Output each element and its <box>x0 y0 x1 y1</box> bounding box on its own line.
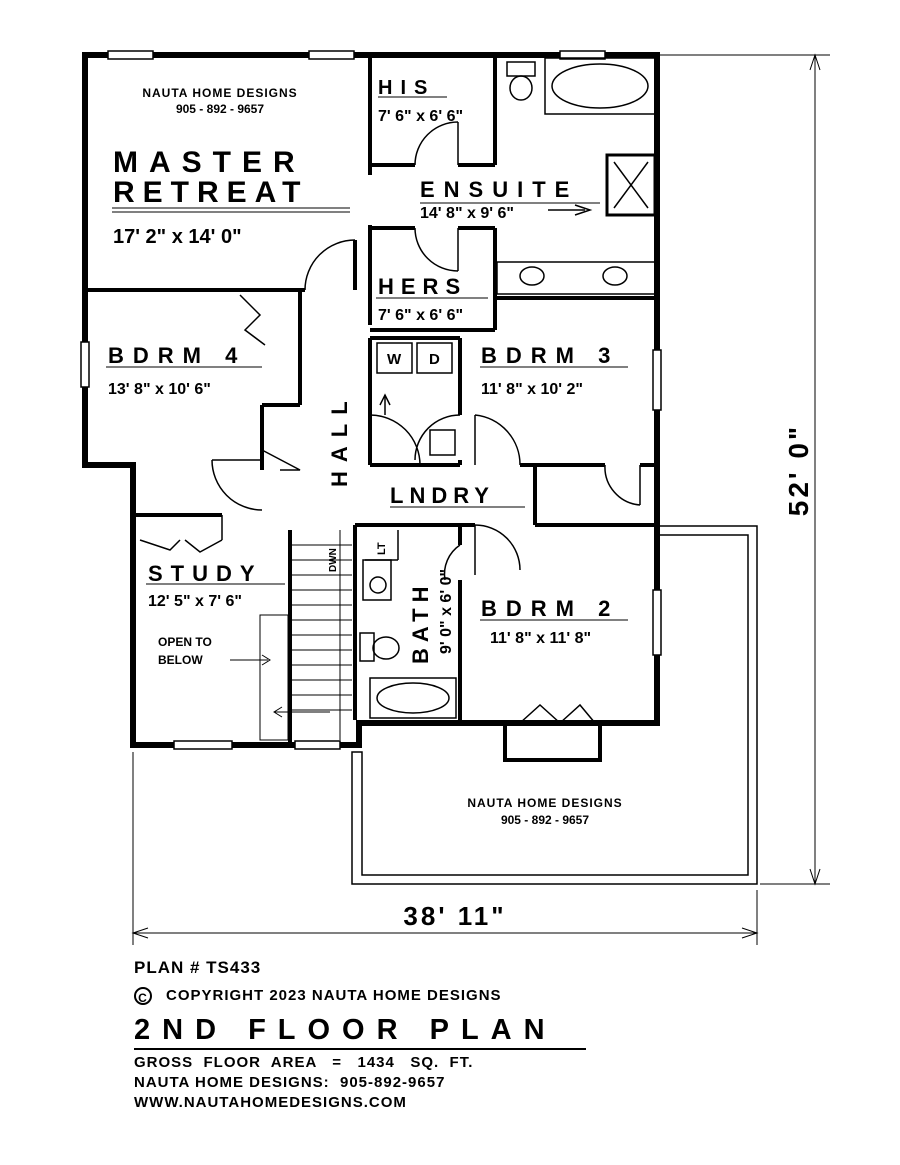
gross-floor-area: GROSS FLOOR AREA = 1434 SQ. FT. <box>134 1054 474 1071</box>
room-hall: HALL <box>327 392 352 487</box>
overall-width-dimension: 38' 11" <box>403 901 506 931</box>
windows <box>80 50 662 750</box>
room-bdrm2-dim: 11' 8" x 11' 8" <box>490 630 591 647</box>
roof-area <box>351 525 758 885</box>
dryer-label: D <box>429 351 440 368</box>
washer-label: W <box>387 351 402 368</box>
room-bdrm2: BDRM 2 <box>481 596 619 621</box>
stairs <box>230 530 352 741</box>
copyright-icon: C <box>134 987 152 1005</box>
plan-number: PLAN # TS433 <box>134 958 262 977</box>
title-underline <box>134 1048 586 1050</box>
room-master-line2: RETREAT <box>113 176 308 209</box>
room-hers-dim: 7' 6" x 6' 6" <box>378 307 463 324</box>
interior-walls <box>87 57 657 745</box>
room-master-line1: MASTER <box>113 146 306 179</box>
company-name-top: NAUTA HOME DESIGNS <box>142 86 297 100</box>
room-bath-dim: 9' 0" x 6' 0" <box>438 569 455 654</box>
room-study-dim: 12' 5" x 7' 6" <box>148 593 242 610</box>
linen-label: LT <box>376 542 388 555</box>
room-ensuite: ENSUITE <box>420 177 578 202</box>
room-bdrm4-dim: 13' 8" x 10' 6" <box>108 381 211 398</box>
company-website: WWW.NAUTAHOMEDESIGNS.COM <box>134 1094 407 1111</box>
room-bdrm4: BDRM 4 <box>108 343 246 368</box>
room-his: HIS <box>378 77 435 99</box>
copyright-text: COPYRIGHT 2023 NAUTA HOME DESIGNS <box>166 987 502 1004</box>
stair-direction-label: DWN <box>328 548 339 572</box>
room-bath: BATH <box>408 581 433 664</box>
company-phone-top: 905 - 892 - 9657 <box>176 102 264 116</box>
room-lndry: LNDRY <box>390 483 495 508</box>
room-study: STUDY <box>148 561 263 586</box>
room-master-dim: 17' 2" x 14' 0" <box>113 226 242 248</box>
open-to-below-line1: OPEN TO <box>158 635 212 649</box>
door-swings <box>139 121 641 581</box>
open-to-below-line2: BELOW <box>158 653 203 667</box>
overall-depth-dimension: 52' 0" <box>783 424 814 516</box>
bay-window <box>503 703 602 762</box>
company-name-roof: NAUTA HOME DESIGNS <box>467 796 622 810</box>
room-ensuite-dim: 14' 8" x 9' 6" <box>420 205 514 222</box>
dimension-lines <box>131 53 830 945</box>
room-hers: HERS <box>378 274 467 299</box>
plan-title: 2ND FLOOR PLAN <box>134 1014 557 1046</box>
copyright-line: C COPYRIGHT 2023 NAUTA HOME DESIGNS <box>134 986 502 1006</box>
label-rules <box>106 96 628 621</box>
company-phone-roof: 905 - 892 - 9657 <box>501 813 589 827</box>
company-phone-footer: NAUTA HOME DESIGNS: 905-892-9657 <box>134 1074 446 1091</box>
fixtures <box>359 57 657 719</box>
room-his-dim: 7' 6" x 6' 6" <box>378 108 463 125</box>
room-bdrm3: BDRM 3 <box>481 343 619 368</box>
room-bdrm3-dim: 11' 8" x 10' 2" <box>481 381 583 398</box>
